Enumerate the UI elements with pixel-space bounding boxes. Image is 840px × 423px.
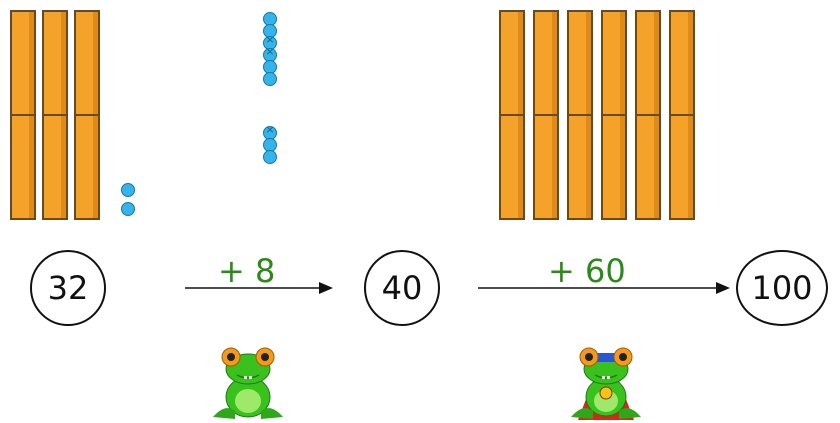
ten-rod (669, 10, 695, 220)
unit-bead (263, 123, 277, 140)
unit-bead (121, 183, 135, 197)
ten-rod (567, 10, 593, 220)
ten-rod (635, 10, 661, 220)
ten-rod (533, 10, 559, 220)
start-number-circle: 32 (30, 250, 106, 326)
ten-rod (42, 10, 68, 220)
ten-rod (10, 10, 36, 220)
tens-rods-32 (10, 10, 100, 220)
ten-rod (601, 10, 627, 220)
unit-bead (263, 72, 277, 86)
unit-bead (121, 202, 135, 216)
end-number-circle: 100 (736, 250, 828, 326)
middle-number-circle: 40 (364, 250, 440, 326)
arrow-right-icon (478, 282, 730, 294)
unit-bead (263, 150, 277, 164)
superhero-frog-icon (571, 347, 641, 420)
tens-rods-60 (499, 10, 695, 220)
step-one-label: + 8 (218, 252, 276, 290)
unit-bead (263, 45, 277, 62)
arrow-right-icon (185, 282, 333, 294)
ten-rod (74, 10, 100, 220)
frog-icon (213, 347, 283, 419)
step-two-label: + 60 (548, 252, 626, 290)
ten-rod (499, 10, 525, 220)
